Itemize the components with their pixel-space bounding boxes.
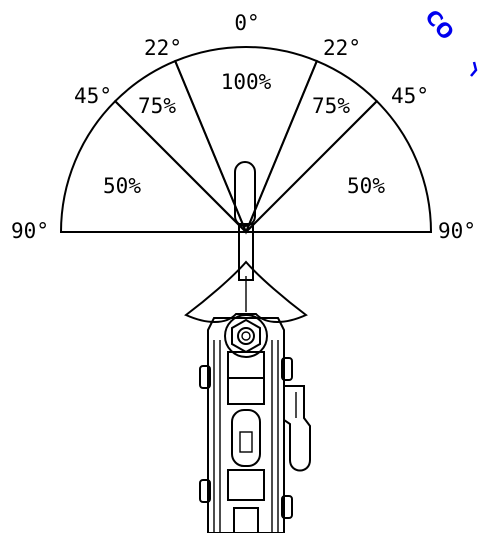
angle-label-0: 0° (234, 11, 259, 35)
angle-label-90-right: 90° (438, 219, 476, 243)
shackle-eye (234, 161, 256, 227)
watermark-text: CO (420, 5, 459, 45)
zone-label-center: 100% (221, 70, 272, 94)
cam-block (231, 409, 261, 467)
hex-bolt (224, 314, 268, 358)
sector-50-left (59, 99, 249, 233)
lock-handle (283, 385, 311, 472)
sector-100-center (173, 46, 319, 235)
angle-label-45-left: 45° (74, 84, 112, 108)
sector-50-right (243, 99, 433, 233)
lifting-clamp-drawing (184, 161, 311, 533)
zone-label-inner-left: 75% (138, 94, 176, 118)
clamp-body (207, 317, 285, 533)
angle-label-22-right: 22° (323, 36, 361, 60)
angle-label-22-left: 22° (144, 36, 182, 60)
zone-label-inner-right: 75% (312, 94, 350, 118)
zone-label-outer-right: 50% (347, 174, 385, 198)
angle-sectors (59, 46, 433, 235)
zone-label-outer-left: 50% (103, 174, 141, 198)
label-backgrounds (94, 66, 394, 200)
watermark-mark (470, 61, 478, 77)
angle-label-45-right: 45° (391, 84, 429, 108)
angle-label-90-left: 90° (11, 219, 49, 243)
